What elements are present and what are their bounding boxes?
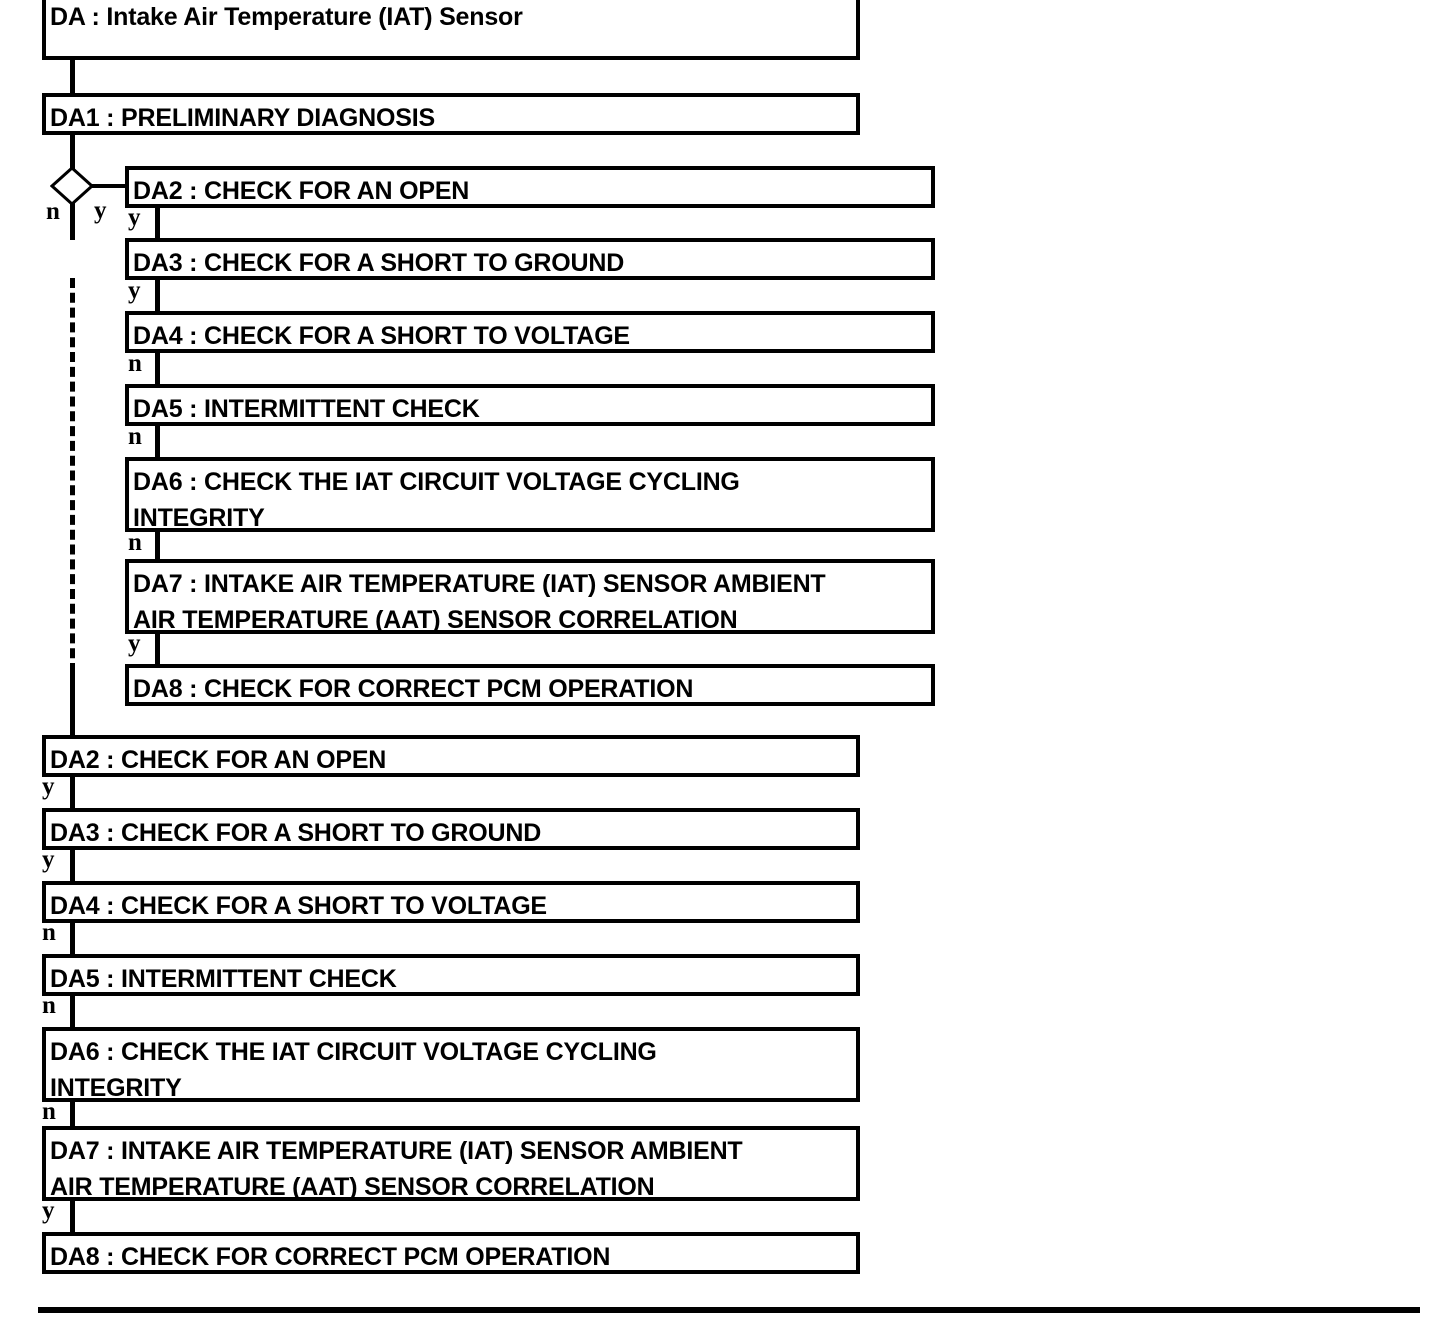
node-branch-da6[interactable]: DA6 : CHECK THE IAT CIRCUIT VOLTAGE CYCL…	[125, 457, 935, 532]
node-branch-da2[interactable]: DA2 : CHECK FOR AN OPEN	[125, 166, 935, 208]
edge-main-da2-to-da3	[70, 777, 75, 808]
decision-yes-label: y	[94, 197, 107, 224]
edge-label-branch-da2: y	[128, 204, 141, 231]
node-main-da6[interactable]: DA6 : CHECK THE IAT CIRCUIT VOLTAGE CYCL…	[42, 1027, 860, 1102]
node-branch-da5[interactable]: DA5 : INTERMITTENT CHECK	[125, 384, 935, 426]
edge-decision-no-stub	[70, 202, 75, 240]
edge-label-main-da4: n	[42, 919, 56, 946]
edge-branch-da6-to-da7	[155, 532, 160, 563]
node-main-da8[interactable]: DA8 : CHECK FOR CORRECT PCM OPERATION	[42, 1232, 860, 1274]
edge-label-main-da3: y	[42, 846, 55, 873]
edge-main-da6-to-da7	[70, 1102, 75, 1133]
edge-label-branch-da4: n	[128, 350, 142, 377]
node-da[interactable]: DA : Intake Air Temperature (IAT) Sensor	[42, 0, 860, 60]
node-branch-da8[interactable]: DA8 : CHECK FOR CORRECT PCM OPERATION	[125, 664, 935, 706]
edge-da-to-da1	[70, 60, 75, 93]
edge-branch-da7-to-da8	[155, 634, 160, 664]
edge-no-path-to-main	[70, 673, 75, 735]
node-main-da7[interactable]: DA7 : INTAKE AIR TEMPERATURE (IAT) SENSO…	[42, 1126, 860, 1201]
edge-branch-da5-to-da6	[155, 426, 160, 457]
edge-label-branch-da3: y	[128, 277, 141, 304]
edge-main-da3-to-da4	[70, 850, 75, 881]
node-main-da3[interactable]: DA3 : CHECK FOR A SHORT TO GROUND	[42, 808, 860, 850]
edge-label-main-da2: y	[42, 773, 55, 800]
edge-label-branch-da6: n	[128, 529, 142, 556]
node-da1[interactable]: DA1 : PRELIMINARY DIAGNOSIS	[42, 93, 860, 135]
page-footer-rule	[38, 1307, 1420, 1313]
edge-main-da7-to-da8	[70, 1201, 75, 1232]
edge-label-branch-da5: n	[128, 423, 142, 450]
edge-label-main-da6: n	[42, 1098, 56, 1125]
edge-branch-da3-to-da4	[155, 280, 160, 311]
node-main-da5[interactable]: DA5 : INTERMITTENT CHECK	[42, 954, 860, 996]
edge-label-main-da7: y	[42, 1197, 55, 1224]
edge-main-da5-to-da6	[70, 996, 75, 1027]
decision-no-label: n	[46, 198, 60, 225]
node-branch-da3[interactable]: DA3 : CHECK FOR A SHORT TO GROUND	[125, 238, 935, 280]
edge-branch-da4-to-da5	[155, 353, 160, 384]
edge-label-main-da5: n	[42, 992, 56, 1019]
node-branch-da4[interactable]: DA4 : CHECK FOR A SHORT TO VOLTAGE	[125, 311, 935, 353]
node-main-da2[interactable]: DA2 : CHECK FOR AN OPEN	[42, 735, 860, 777]
node-main-da4[interactable]: DA4 : CHECK FOR A SHORT TO VOLTAGE	[42, 881, 860, 923]
edge-label-branch-da7: y	[128, 630, 141, 657]
edge-decision-no-path	[70, 278, 75, 673]
node-branch-da7[interactable]: DA7 : INTAKE AIR TEMPERATURE (IAT) SENSO…	[125, 559, 935, 634]
edge-decision-yes	[90, 184, 128, 188]
edge-main-da4-to-da5	[70, 923, 75, 954]
edge-da1-to-decision	[70, 135, 75, 169]
edge-branch-da2-to-da3	[155, 208, 160, 238]
